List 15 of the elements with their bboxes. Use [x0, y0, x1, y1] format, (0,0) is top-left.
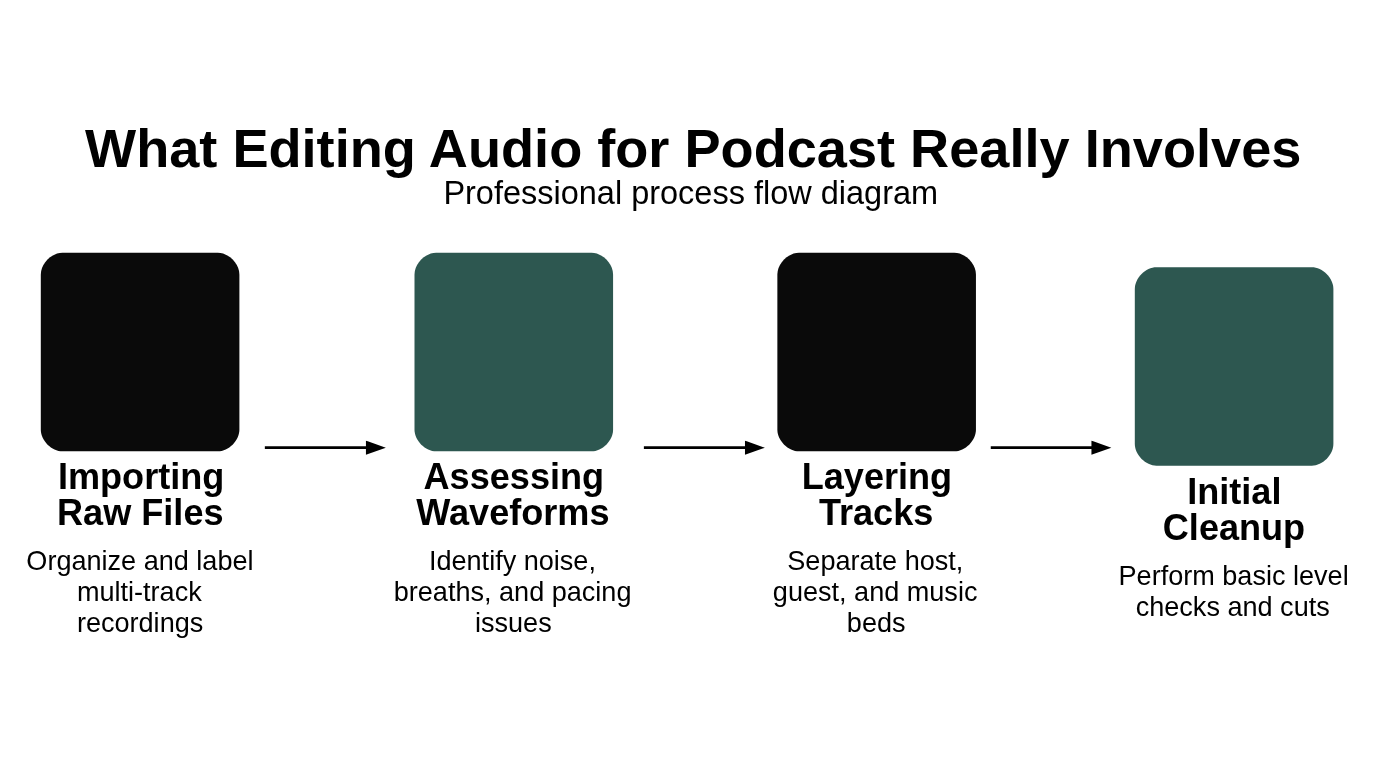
node-box: [40, 252, 240, 451]
node-label: Initial Cleanup: [1162, 470, 1306, 548]
node-label: Identify noise, breaths, and pacing issues: [393, 544, 632, 638]
arrow: [990, 440, 1112, 455]
node-label: Perform basic level checks and cuts: [1118, 559, 1349, 622]
node-label: Assessing Waveforms: [416, 455, 610, 533]
node-box: [1134, 266, 1334, 466]
node-box: [414, 252, 614, 451]
node-label: Organize and label multi-track recordings: [26, 544, 254, 638]
arrow: [264, 440, 386, 455]
node-label: Separate host, guest, and music beds: [772, 544, 978, 638]
arrow: [643, 440, 765, 455]
node-label: Importing Raw Files: [57, 455, 225, 533]
node-label: Layering Tracks: [801, 455, 953, 533]
node-box: [777, 252, 976, 451]
